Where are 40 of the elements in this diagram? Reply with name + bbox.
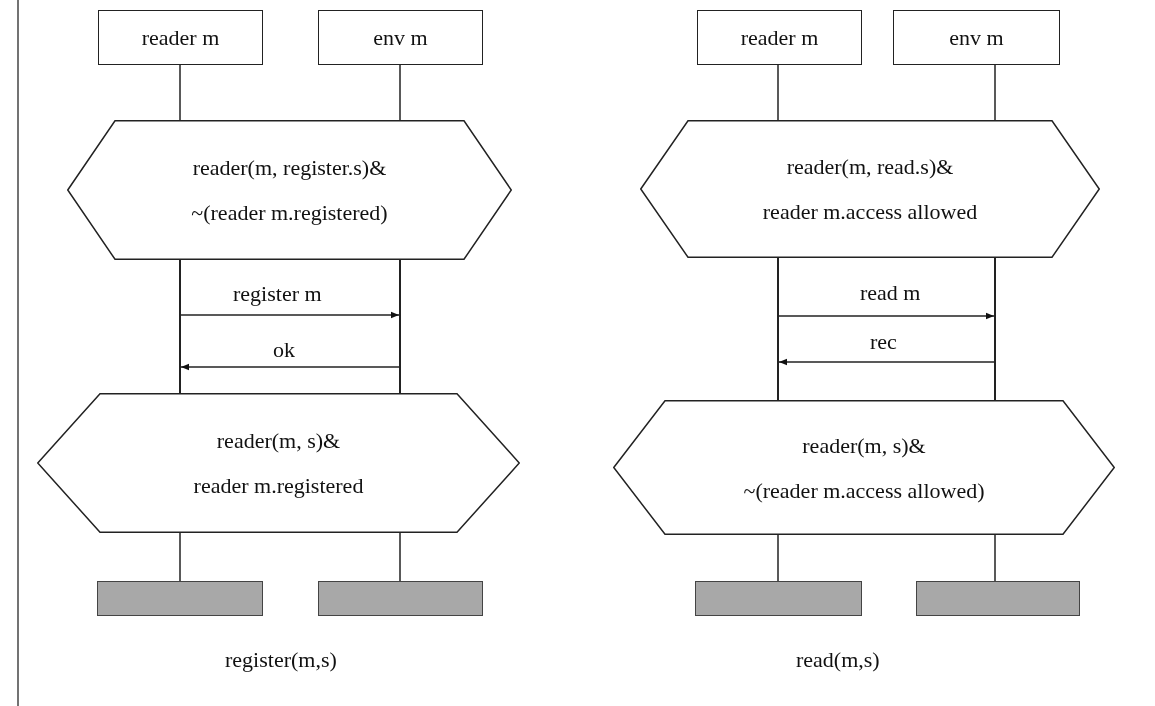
- instance-box: [893, 10, 1060, 65]
- instance-name: reader m: [740, 24, 819, 51]
- lifeline: [777, 534, 779, 582]
- condition-text: reader(m, s)&: [802, 431, 926, 460]
- end-bar: [916, 581, 1080, 616]
- end-bar: [318, 581, 483, 616]
- lifeline: [777, 258, 779, 400]
- condition-hexagon: [613, 400, 1115, 535]
- lifeline: [179, 532, 181, 582]
- condition-text: reader(m, read.s)&: [786, 153, 954, 181]
- lifeline: [399, 532, 401, 582]
- condition-text: reader m.registered: [193, 472, 364, 500]
- condition-text: reader(m, s)&: [216, 427, 341, 455]
- message-arrow: [778, 358, 995, 366]
- end-bar: [97, 581, 263, 616]
- condition-hexagon: [67, 120, 512, 260]
- lifeline: [994, 534, 996, 582]
- condition-text: ~(reader m.access allowed): [743, 476, 985, 505]
- lifeline: [777, 64, 779, 121]
- condition-hexagon: [640, 120, 1100, 258]
- end-bar: [695, 581, 862, 616]
- lifeline: [994, 64, 996, 121]
- instance-name: env m: [373, 24, 428, 51]
- message-arrow: [180, 311, 400, 319]
- lifeline: [994, 258, 996, 400]
- condition-text: reader(m, register.s)&: [192, 154, 387, 182]
- message-arrow: [778, 312, 995, 320]
- lifeline: [179, 260, 181, 393]
- message-arrow: [180, 363, 400, 371]
- instance-box: [98, 10, 263, 65]
- lifeline: [179, 64, 181, 121]
- condition-text: ~(reader m.registered): [191, 199, 388, 227]
- condition-text: reader m.access allowed: [762, 198, 978, 226]
- instance-box: [697, 10, 862, 65]
- instance-box: [318, 10, 483, 65]
- condition-hexagon: [37, 393, 520, 533]
- lifeline: [399, 260, 401, 393]
- instance-name: reader m: [141, 24, 220, 51]
- instance-name: env m: [949, 24, 1004, 51]
- lifeline: [399, 64, 401, 121]
